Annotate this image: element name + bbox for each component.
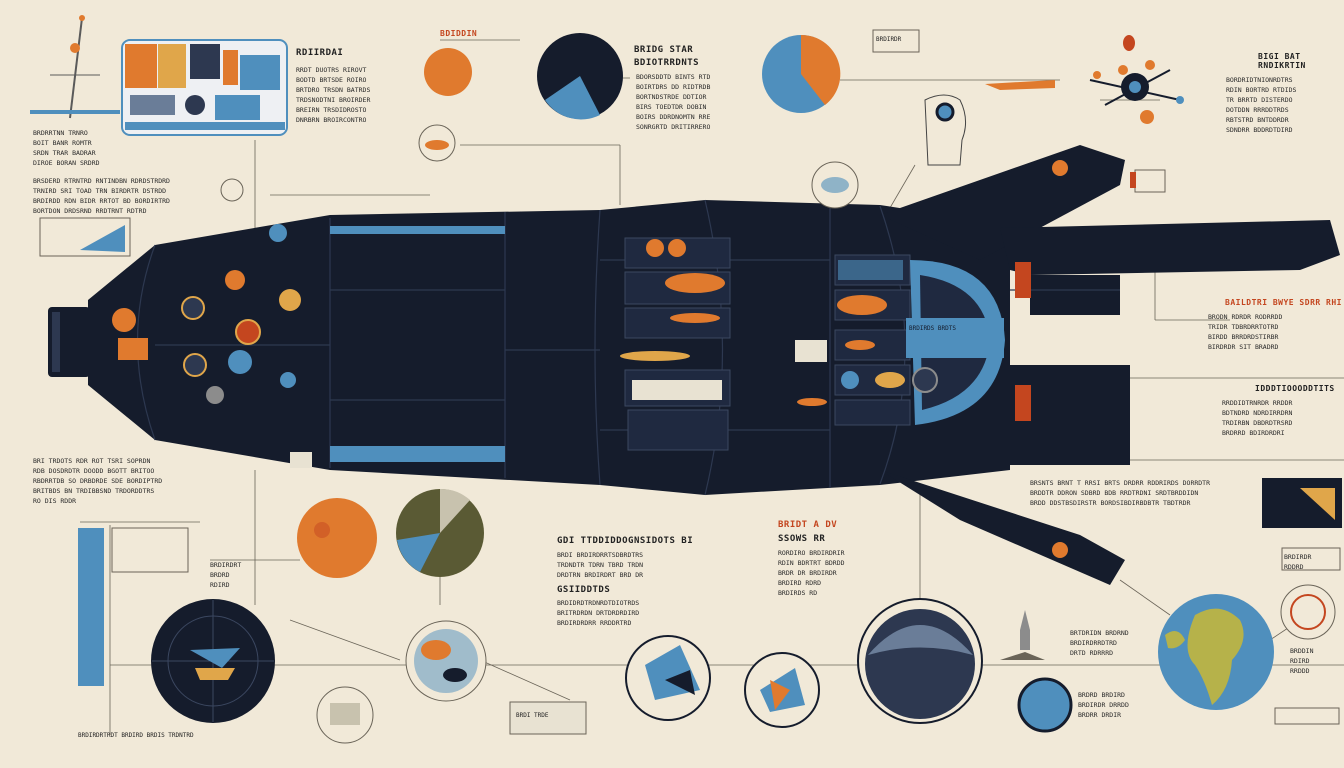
left-spec-card	[111, 527, 189, 573]
text-block-right-low: BRSNTS BRNT T RRSI BRTS DRDRR RDDRIRDS D…	[1030, 479, 1211, 507]
text-block-right-top: BORDRIDTNIONRDTRS RDIN BORTRD RTDIDS TR …	[1226, 76, 1297, 134]
blue-column	[78, 528, 104, 686]
heading-right-mid2: IDDDTIOOODDTITS	[1255, 384, 1335, 393]
heading-top-left: RDIIRDAI	[296, 48, 344, 58]
panel-label-top: BRDIRDR	[876, 36, 902, 43]
text-block-left-low: BRI TRDOTS RDR ROT TSRI SOPRDN RDB DOSDR…	[33, 457, 163, 505]
heading-top-center: BRIDG STAR	[634, 45, 694, 55]
control-dashboard	[121, 39, 288, 136]
text-block-right-mid2: RRDDIDTRNRDR RRDDR BDTNDRD NDRDIRRDRN TR…	[1222, 399, 1293, 437]
info-card	[39, 217, 131, 257]
orange-sphere	[424, 48, 472, 96]
text-block-top-center: BDORSDDTD BINTS RTD BOIRTDRS DD RIDTRDB …	[636, 73, 711, 131]
text-block-bottom-center: BRDI BRDIRDRRTSDBRDTRS TRDNDTR TDRN TBRD…	[557, 551, 644, 579]
text-block-top-left: RRDT DUOTRS RIROVT BODTD BRTSDE ROIRO BR…	[296, 66, 371, 124]
heading-bottom-mid2: SSOWS RR	[778, 534, 826, 544]
text-block-bottom-mid: RORDIRO BRDIRDRIR RDIN BDRTRT BDRDD BRDR…	[778, 549, 845, 597]
text-block-bottom-right3: BRDDIN RDIRD RRDDD	[1290, 647, 1314, 675]
text-block-bottom-center2: BRDIDRDTRDNRDTDIOTRDS BRITRDRDN DRTDRDRD…	[557, 599, 640, 627]
text-block-bottom-left-small: BRDIRDRT BRDRD RDIRD	[210, 561, 242, 589]
heading-bottom-mid: BRIDT A DV	[778, 520, 838, 530]
heading-top-center-sub: BDIOTRRDNTS	[634, 58, 700, 68]
main-hull	[88, 200, 1010, 495]
heading-right-mid: BAILDTRI BWYE SDRR RHI	[1225, 298, 1342, 307]
bottom-caption: BRDIRDRTRDT BRDIRD BRDIS TRDNTRD	[78, 732, 194, 739]
text-block-bottom-right1: BRTDRIDN BRDRND BRDIRDRRDTRD DRTD RDRRRD	[1070, 629, 1129, 657]
text-block-far-left: BRDRRTNN TRNRO BOIT BANR ROMTR SRDN TRAR…	[33, 129, 100, 167]
panel-label-bottom: BRDI TRDE	[516, 712, 549, 719]
cockpit-readout: BRDIRDS BRDTS	[909, 325, 956, 332]
heading-right-top: BIGI BAT RNDIKRTIN	[1258, 52, 1306, 70]
text-block-far-right-low: BRDIRDR RDDRD	[1284, 553, 1312, 571]
heading-bottom-center: GDI TTDDIDDOGNSIDOTS BI	[557, 536, 694, 546]
heading-bottom-center2: GSIIDDTDS	[557, 585, 611, 595]
text-block-bottom-right2: BRDRD BRDIRD BRDIRDR DRRDD BRDRR DRDIR	[1078, 691, 1129, 719]
text-block-left-mid: BRSDERD RTRNTRD RNTINDBN RDRDSTRDRD TRNI…	[33, 177, 170, 215]
antenna-icon	[30, 15, 120, 119]
rear-upper-wing	[1000, 220, 1340, 275]
text-block-right-mid: BRODN RDRDR RODRRDD TRIDR TDBRDRRTOTRD B…	[1208, 313, 1283, 351]
heading-top-orange: BDIDDIN	[440, 29, 478, 38]
